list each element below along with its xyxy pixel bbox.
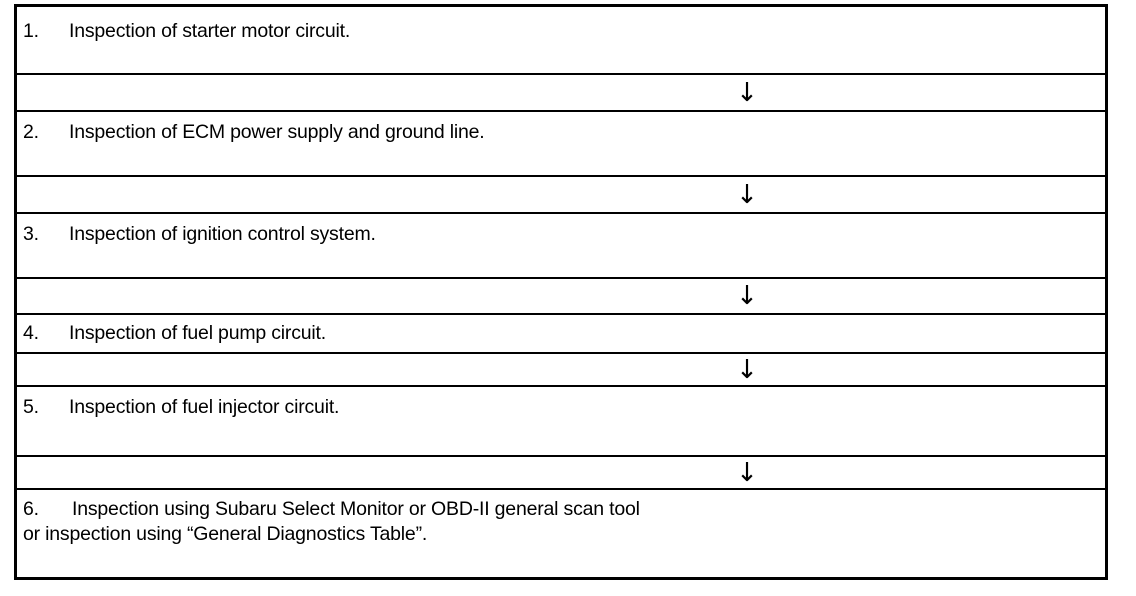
flow-step-1-text: Inspection of starter motor circuit. xyxy=(69,20,351,42)
flow-step-4-line-1: 4. Inspection of fuel pump circuit. xyxy=(23,321,1105,346)
flow-step-2: 2. Inspection of ECM power supply and gro… xyxy=(17,120,1105,173)
rule-above-step-2 xyxy=(17,110,1105,112)
flow-step-3-text: Inspection of ignition control system. xyxy=(69,223,376,245)
flow-step-6-number: 6. xyxy=(23,498,39,520)
connector-arrow-band-1: ↓ xyxy=(17,75,1105,110)
flow-step-5-line-1: 5. Inspection of fuel injector circuit. xyxy=(23,395,1105,420)
rule-above-step-3 xyxy=(17,212,1105,214)
rule-below-step-3 xyxy=(17,277,1105,279)
rule-below-step-4 xyxy=(17,352,1105,354)
flow-step-1: 1. Inspection of starter motor circuit. xyxy=(17,19,1105,75)
flow-step-1-line-1: 1. Inspection of starter motor circuit. xyxy=(23,19,1105,44)
flow-step-4-text: Inspection of fuel pump circuit. xyxy=(69,322,326,344)
connector-arrow-band-4: ↓ xyxy=(17,354,1105,385)
flowchart-table: 1. Inspection of starter motor circuit. ↓… xyxy=(14,4,1108,580)
connector-arrow-band-5: ↓ xyxy=(17,457,1105,488)
rule-below-step-5 xyxy=(17,455,1105,457)
down-arrow-icon: ↓ xyxy=(736,179,758,210)
flow-step-2-text: Inspection of ECM power supply and groun… xyxy=(69,121,485,143)
flow-step-6: 6. Inspection using Subaru Select Monitor… xyxy=(17,497,1105,577)
connector-arrow-band-3: ↓ xyxy=(17,279,1105,313)
flow-step-3-number: 3. xyxy=(23,223,39,245)
flow-step-5-number: 5. xyxy=(23,396,39,418)
flow-step-3: 3. Inspection of ignition control system. xyxy=(17,222,1105,275)
down-arrow-icon: ↓ xyxy=(736,354,758,385)
flow-step-4-number: 4. xyxy=(23,322,39,344)
flow-step-5-text: Inspection of fuel injector circuit. xyxy=(69,396,340,418)
down-arrow-icon: ↓ xyxy=(736,281,758,311)
down-arrow-icon: ↓ xyxy=(736,457,758,488)
connector-arrow-band-2: ↓ xyxy=(17,177,1105,212)
flow-step-5: 5. Inspection of fuel injector circuit. xyxy=(17,395,1105,451)
flow-step-3-line-1: 3. Inspection of ignition control system. xyxy=(23,222,1105,247)
flow-step-1-number: 1. xyxy=(23,20,39,42)
flow-step-6-line-2: or inspection using “General Diagnostics… xyxy=(23,523,428,545)
flow-step-4: 4. Inspection of fuel pump circuit. xyxy=(17,321,1105,351)
rule-below-step-2 xyxy=(17,175,1105,177)
flow-step-6-text: Inspection using Subaru Select Monitor o… xyxy=(72,498,640,520)
rule-above-step-6 xyxy=(17,488,1105,490)
flow-step-2-number: 2. xyxy=(23,121,39,143)
rule-below-step-1 xyxy=(17,73,1105,75)
flow-step-2-line-1: 2. Inspection of ECM power supply and gro… xyxy=(23,120,1105,145)
rule-above-step-4 xyxy=(17,313,1105,315)
rule-above-step-5 xyxy=(17,385,1105,387)
flow-step-6-line-1: 6. Inspection using Subaru Select Monitor… xyxy=(23,497,1105,522)
down-arrow-icon: ↓ xyxy=(736,77,758,108)
